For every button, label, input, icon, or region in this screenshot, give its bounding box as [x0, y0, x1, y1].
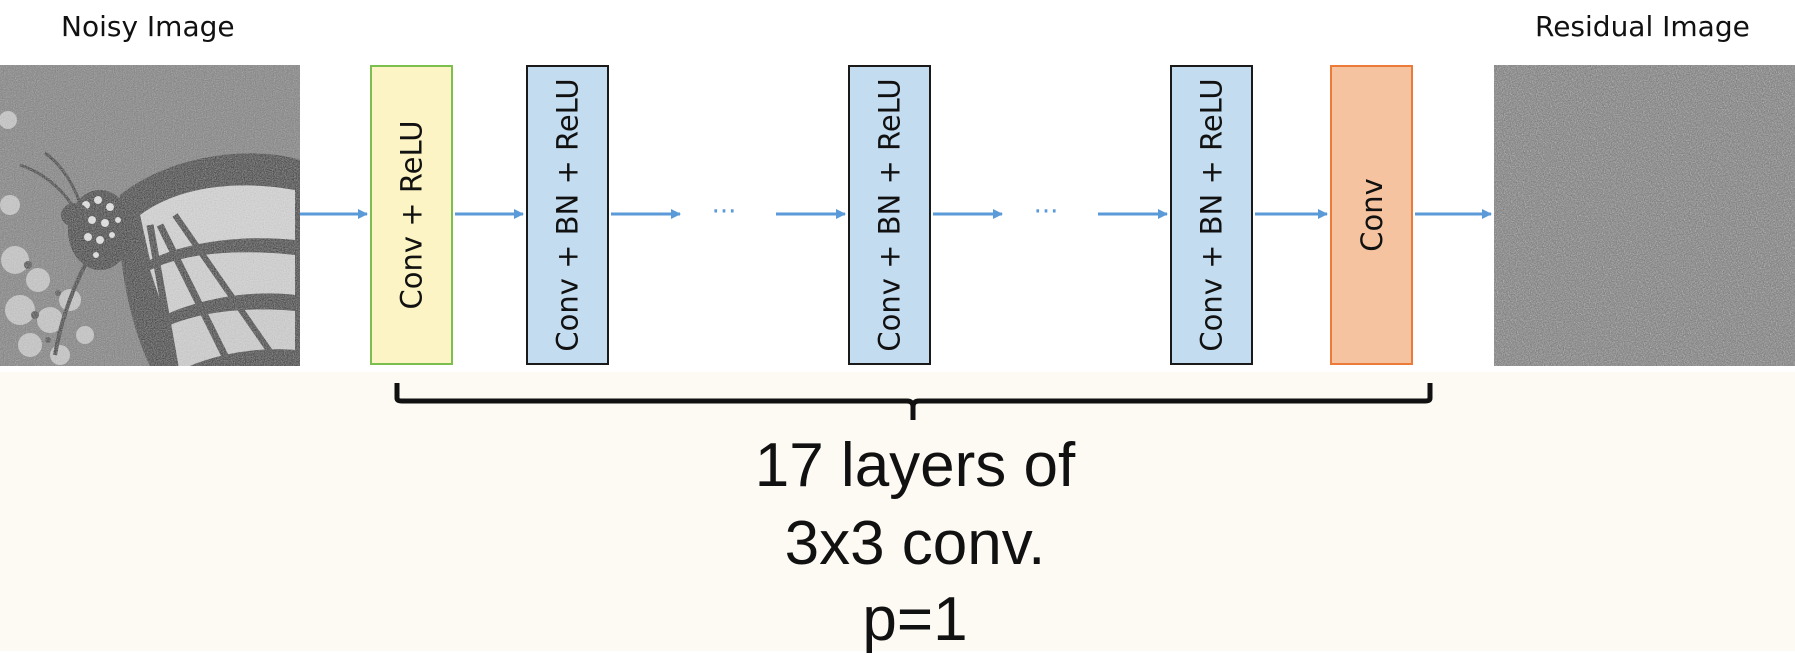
layer-conv-output: Conv	[1330, 65, 1413, 365]
summary-background	[0, 372, 1795, 651]
summary-line-3: p=1	[862, 585, 968, 654]
noisy-image	[0, 65, 300, 366]
ellipsis-1: ···	[712, 197, 737, 227]
layer-conv-bn-relu-1: Conv + BN + ReLU	[526, 65, 609, 365]
curly-brace	[394, 383, 1433, 420]
summary-line-1: 17 layers of	[754, 431, 1076, 500]
layer-conv-bn-relu-2: Conv + BN + ReLU	[848, 65, 931, 365]
noisy-image-caption: Noisy Image	[61, 10, 235, 43]
summary-line-2: 3x3 conv.	[784, 509, 1046, 578]
ellipsis-2: ···	[1034, 197, 1059, 227]
layer-conv-relu: Conv + ReLU	[370, 65, 453, 365]
residual-image	[1494, 65, 1795, 366]
layer-conv-bn-relu-3: Conv + BN + ReLU	[1170, 65, 1253, 365]
residual-image-caption: Residual Image	[1535, 10, 1750, 43]
